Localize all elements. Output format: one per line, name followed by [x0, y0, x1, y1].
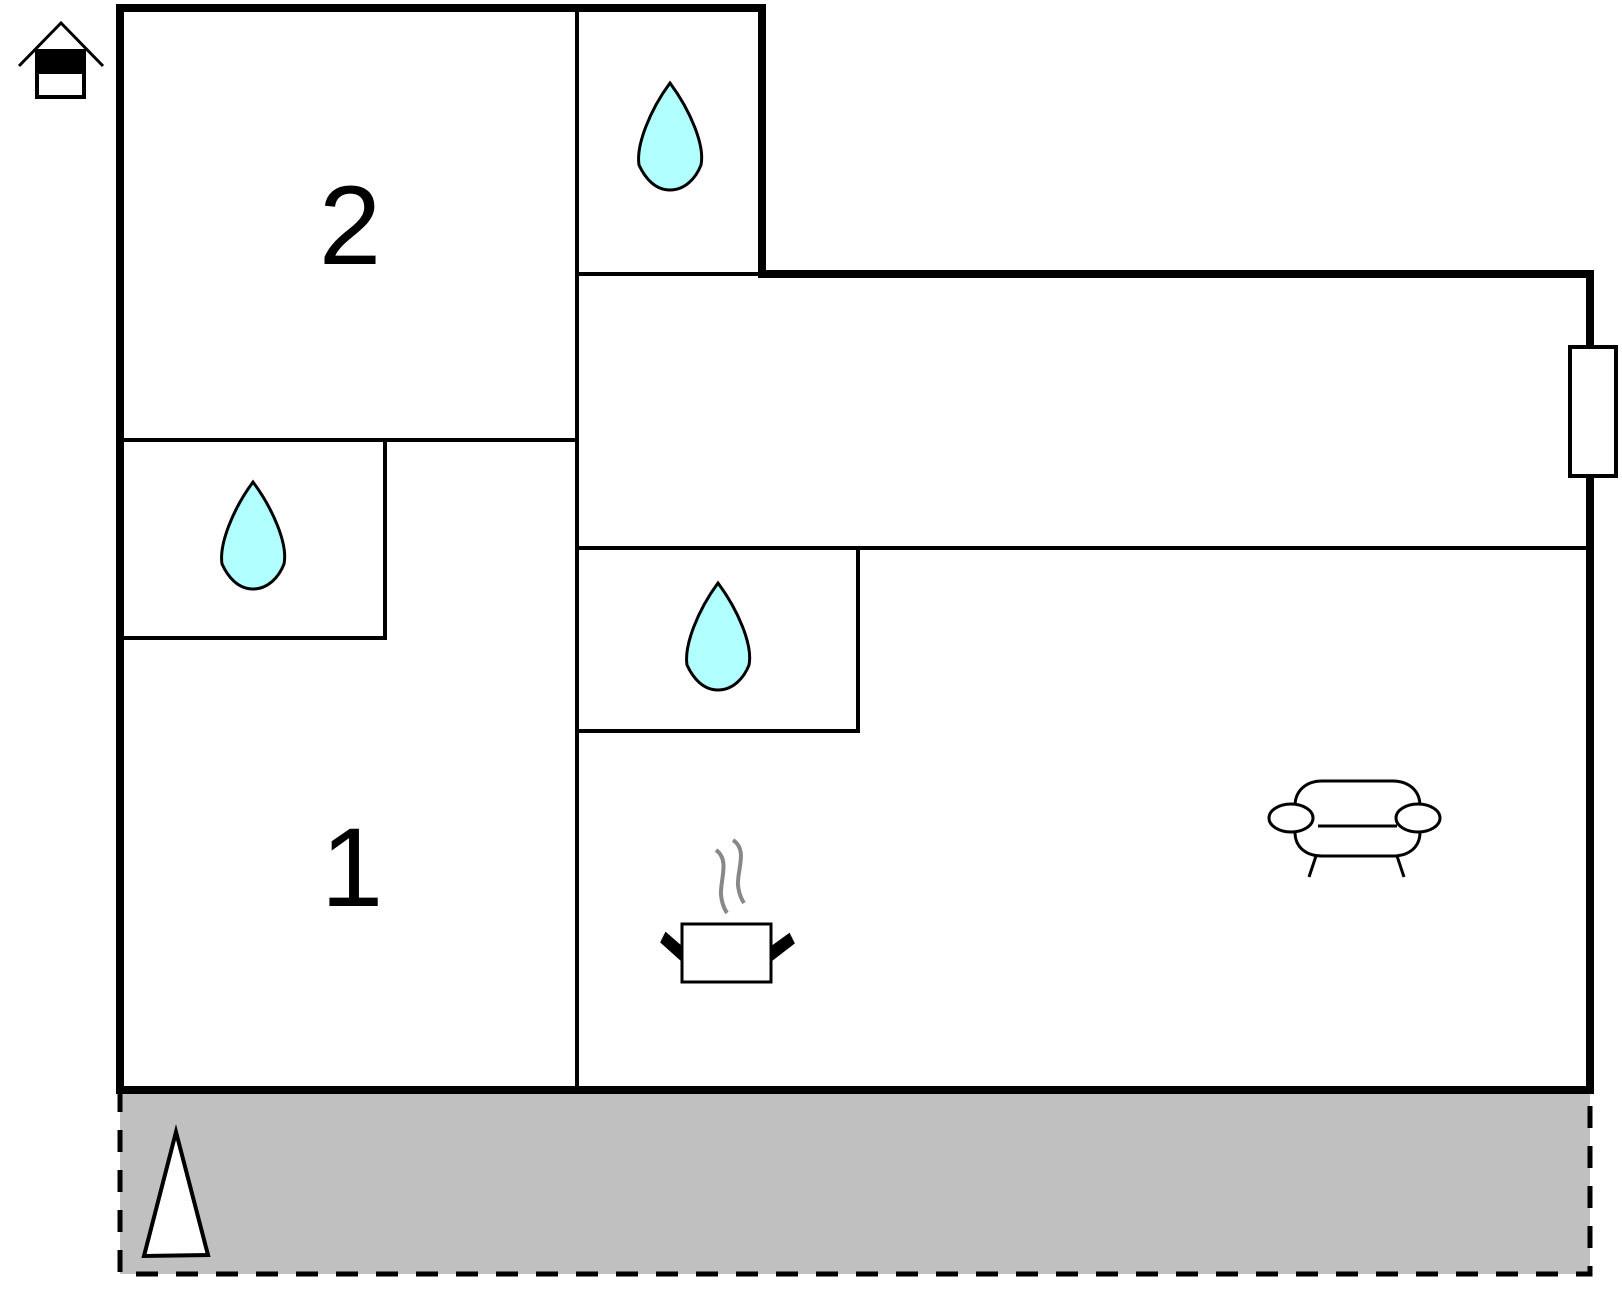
water-drop-icon: [220, 479, 287, 591]
window-icon: [1568, 345, 1618, 478]
water-drop-icon: [685, 580, 752, 692]
terrace-area: [120, 1090, 1590, 1274]
house-entrance-icon: [17, 20, 105, 99]
north-arrow-icon: [141, 1124, 211, 1259]
water-drop-icon: [637, 80, 704, 192]
terrace-boundary: [117, 1090, 1593, 1277]
room-label: 1: [321, 805, 383, 930]
partition-bathroom-center: [577, 548, 860, 733]
sofa-icon: [1267, 779, 1442, 878]
partition-bathroom-left: [120, 440, 387, 640]
cooking-pot-icon: [660, 838, 795, 984]
room-label: 2: [319, 163, 381, 288]
